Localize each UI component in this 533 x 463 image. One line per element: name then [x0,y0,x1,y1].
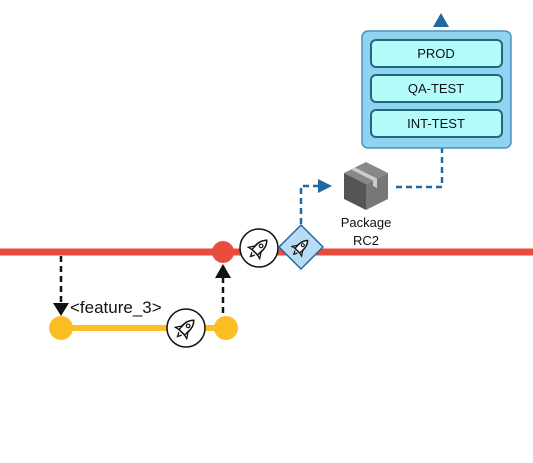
main-deploy-node[interactable] [239,228,279,268]
package-box-icon[interactable] [344,162,388,210]
rocket-icon [290,239,309,258]
release-diamond-node[interactable] [277,223,325,271]
rocket-icon [246,239,268,261]
release-to-package-arrow [299,184,318,224]
env-label-qa-test: QA-TEST [408,81,464,96]
env-box-qa-test[interactable]: QA-TEST [370,74,503,103]
package-label-line1: Package [341,215,392,230]
rocket-icon [173,319,195,341]
env-box-prod[interactable]: PROD [370,39,503,68]
feature-end-node[interactable] [214,316,238,340]
branch-label: <feature_3> [70,298,162,317]
merge-arrowhead [215,264,231,278]
promote-arrowhead [433,13,449,27]
feature-start-node[interactable] [49,316,73,340]
feature-deploy-node[interactable] [166,308,206,348]
package-to-env-arrow [396,148,444,189]
package-label-line2: RC2 [353,233,379,248]
env-label-int-test: INT-TEST [407,116,465,131]
main-merge-node[interactable] [212,241,234,263]
env-label-prod: PROD [417,46,455,61]
release-to-package-arrowhead [318,179,332,193]
env-box-int-test[interactable]: INT-TEST [370,109,503,138]
branch-off-arrowhead [53,303,69,316]
